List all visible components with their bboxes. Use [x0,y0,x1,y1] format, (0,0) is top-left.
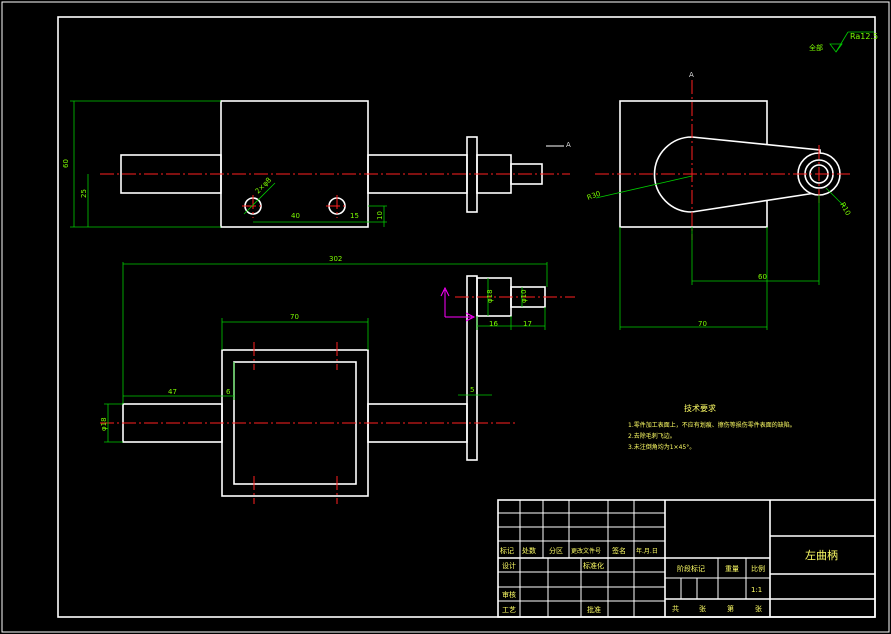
roughness-symbol [829,31,874,53]
roughness-label: 全部 [809,43,823,52]
role-review: 审核 [502,590,516,599]
notes-line-3: 3.未注倒角均为1×45°。 [628,443,695,451]
dim-text-15: 15 [350,212,359,220]
standardize-label: 标准化 [583,561,604,570]
dim-text-center-dist: 60 [758,273,767,281]
dim-text-47: 47 [168,388,177,396]
dim-text-40: 40 [291,212,300,220]
notes-line-2: 2.去除毛刺飞边。 [628,432,676,440]
dim-text-top-width: 70 [290,313,299,321]
rev-header-sign: 签名 [612,546,626,555]
drawing-frame [57,16,876,618]
dim-text-5: 5 [470,386,474,394]
dim-text-r30: R30 [586,190,602,202]
scale-header: 比例 [751,564,765,573]
dim-text-17: 17 [523,320,532,328]
sheet-number-label: 第 [727,604,734,613]
sheet-total-label: 共 [672,604,679,613]
dim-text-60: 60 [62,159,70,168]
top-view [100,262,575,504]
role-design: 设计 [502,561,516,570]
arc-radius-leader [595,175,693,199]
dim-text-side-width: 70 [698,320,707,328]
side-view [595,80,850,330]
section-label-front: A [566,141,571,149]
part-name: 左曲柄 [805,549,838,562]
dim-text-16: 16 [489,320,498,328]
approve-label: 批准 [587,605,601,614]
weight-header: 重量 [725,565,739,573]
dim-text-302: 302 [329,255,342,263]
dim-text-hole-note: 2×φ8 [254,176,273,195]
dim-text-dia10: φ10 [520,289,528,303]
dim-text-6: 6 [226,388,231,396]
rev-header-doc: 更改文件号 [571,547,601,555]
notes-line-1: 1.零件加工表面上，不应有划痕、擦伤等损伤零件表面的缺陷。 [628,421,796,429]
rev-header-mark: 标记 [500,546,514,555]
role-process: 工艺 [502,606,516,614]
roughness-value: Ra12.5 [850,32,878,41]
dim-text-10: 10 [376,211,384,220]
dim-text-dia18: φ18 [100,417,108,431]
scale-value: 1:1 [751,586,762,594]
rev-header-count: 处数 [522,546,536,555]
dim-text-dia18b: φ18 [486,289,494,303]
sheet-total-unit: 张 [699,604,706,613]
dim-text-r10: R10 [838,201,852,217]
front-view [70,100,570,228]
section-label-side: A [689,71,694,79]
rev-header-zone: 分区 [549,546,563,555]
front-body [220,100,369,228]
title-block [497,499,876,618]
sheet-number-unit: 张 [755,604,762,613]
rev-header-date: 年.月.日 [636,547,658,555]
stage-mark-header: 阶段标记 [677,564,705,573]
hole-leader [243,182,276,215]
notes-heading: 技术要求 [684,403,716,413]
dim-text-25: 25 [80,189,88,198]
boss-radius-leader [825,187,846,208]
top-flange [466,275,478,461]
